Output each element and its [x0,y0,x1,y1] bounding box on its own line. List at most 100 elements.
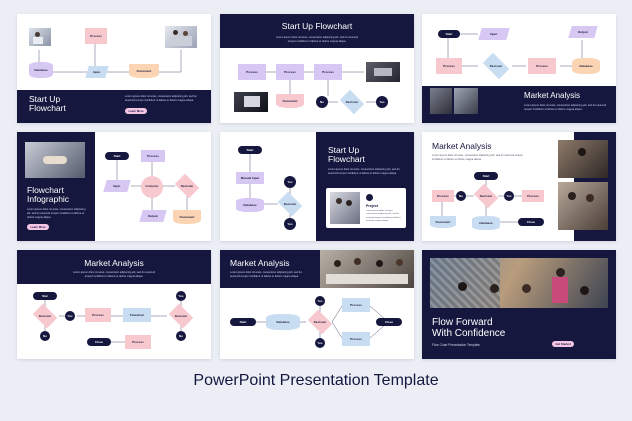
slide-5-start-up-flowchart[interactable]: Start Manual Input Database Yes Decision… [220,132,414,241]
node-process: Process [436,58,462,74]
footer-title: PowerPoint Presentation Template [193,372,439,389]
node-yes: Yes [315,338,325,348]
slide-2-start-up-flowchart[interactable]: Start Up Flowchart Lorem ipsum dolor sit… [220,14,414,123]
node-yes: Yes [65,311,75,321]
node-input: Input [85,66,109,78]
node-decision: Decision [276,191,304,217]
node-decision: Decision [167,303,195,329]
connector-lines [447,33,583,67]
node-process: Process [528,58,556,74]
title-band [17,250,211,284]
node-star: Star [33,292,57,300]
node-output: Output [139,210,167,222]
node-yes: Yes [284,176,296,188]
photo-presentation [430,258,608,308]
project-label: Project [366,204,379,208]
node-input: Input [103,180,131,192]
node-connector: Connector [141,176,163,198]
photo-laptop-meeting [29,28,51,46]
node-process: Process [85,308,111,322]
node-start: Start [238,146,262,154]
slide-3-market-analysis[interactable]: Start Input Output Process Decision Proc… [422,14,616,123]
slide-title: Market Analysis [230,258,290,268]
node-document: Document [129,64,159,78]
node-process: Process [314,64,342,80]
node-process: Process [342,332,370,346]
photo-woman-phone [558,140,608,178]
node-document: Document [173,210,201,224]
node-close: Close [87,338,111,346]
photo-office-team [320,250,414,288]
node-database: Database [572,58,600,74]
node-process: Process [238,64,266,80]
slide-title: Start Up Flowchart [29,94,66,113]
node-process: Process [342,298,370,312]
slide-6-market-analysis[interactable]: Market Analysis Lorem ipsum dolor sit am… [422,132,616,241]
slide-title: Flowchart Infographic [27,185,70,204]
title-band [220,250,320,288]
body-text: Lorem ipsum dolor sit amet, consectetur … [275,36,359,43]
slide-4-flowchart-infographic[interactable]: Flowchart Infographic Lorem ipsum dolor … [17,132,211,241]
slide-8-market-analysis[interactable]: Market Analysis Lorem ipsum dolor sit am… [220,250,414,359]
photo-handshake [25,142,85,178]
slide-7-market-analysis[interactable]: Market Analysis Lorem ipsum dolor sit am… [17,250,211,359]
node-no: No [40,331,50,341]
node-input: Input [478,28,510,40]
body-text: Lorem ipsum dolor sit amet, consectetur … [230,271,302,278]
node-manual-input: Manual Input [236,172,264,184]
body-text: Lorem ipsum dolor sit amet, consectetur … [27,208,86,219]
node-process: Process [276,64,304,80]
node-process: Process [522,190,544,202]
title-band [220,14,414,48]
slide-title: Market Analysis [84,258,144,268]
slide-title: Start Up Flowchart [328,145,365,164]
node-decision: Decision [306,309,334,335]
node-close: Close [518,218,544,226]
node-document: Document [276,94,304,108]
project-text: Lorem ipsum dolor sit amet, consectetur … [366,210,401,222]
node-process: Process [141,150,165,162]
node-database: Database [266,314,300,330]
body-text: Lorem ipsum dolor sit amet, consectetur … [328,168,400,175]
photo-calculator [430,88,452,114]
node-process: Process [432,190,454,202]
learn-more-button[interactable]: Learn More [27,224,49,230]
node-database: Database [236,198,264,212]
node-yes: Yes [176,291,186,301]
get-started-button[interactable]: Get Started [552,341,574,347]
node-database: Database [29,62,53,78]
node-start: Start [438,30,460,38]
connector-lines [44,300,182,343]
slide-title: Flow Forward With Confidence [432,317,506,339]
node-no: No [316,96,328,108]
slide-title: Start Up Flowchart [281,21,353,31]
node-decision: Decision [173,173,201,199]
slide-9-flow-forward[interactable]: Flow Forward With Confidence Flow Chart … [422,250,616,359]
title-band [17,90,211,123]
node-decision: Decision [31,303,59,329]
node-process: Process [125,335,151,349]
photo-team [165,26,197,48]
photo-hands-desk [366,62,400,82]
node-decision: Decision [472,183,500,209]
node-document: Document [430,216,456,228]
node-no: No [176,331,186,341]
node-yes: Yes [315,296,325,306]
slide-title: Market Analysis [432,141,492,151]
connector-lines [256,305,387,339]
node-start: Start [105,152,129,160]
node-close: Close [376,318,402,326]
node-start: Start [230,318,256,326]
connector-lines [116,160,188,210]
slide-1-start-up-flowchart[interactable]: Process Database Input Document Start Up… [17,14,211,123]
node-start: Start [474,172,498,180]
connector-lines [266,71,376,103]
node-yes: Yes [504,191,514,201]
node-no: No [456,191,466,201]
project-icon [366,194,373,201]
learn-more-button[interactable]: Learn More [125,108,147,114]
body-text: Lorem ipsum dolor sit amet, consectetur … [432,154,523,161]
body-text: Lorem ipsum dolor sit amet, consectetur … [524,104,607,111]
node-flowchart: Flowchart [123,308,151,322]
photo-women-meeting [558,182,608,230]
